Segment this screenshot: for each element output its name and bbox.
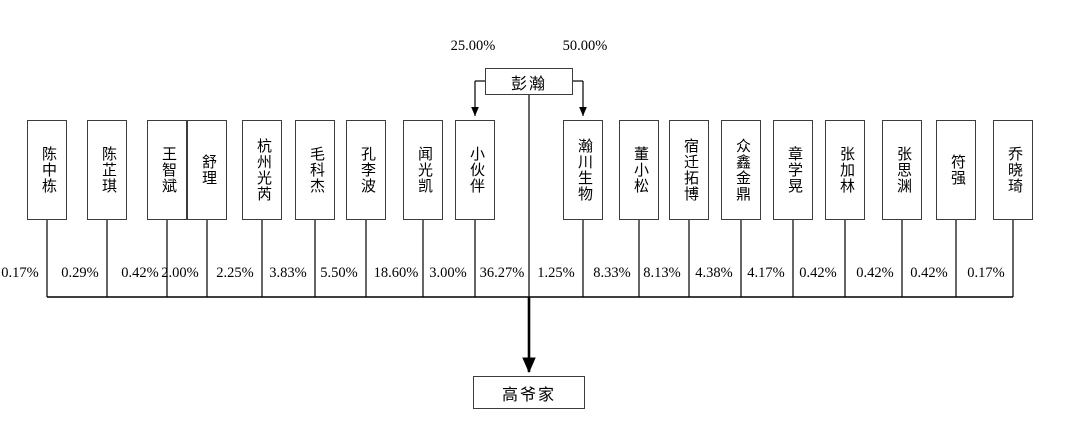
top-edge-percent-right: 50.00% — [562, 38, 608, 54]
shareholder-box-label-4: 杭州光芮 — [254, 138, 271, 202]
shareholder-box-label-12: 宿迁拓博 — [681, 138, 698, 202]
shareholder-percent-10: 1.25% — [537, 265, 575, 281]
node-bottom-gaoyejia[interactable]: 高爷家 — [473, 376, 585, 409]
shareholder-percent-5: 3.83% — [269, 265, 307, 281]
shareholder-box-label-13: 众鑫金鼎 — [733, 138, 750, 202]
shareholder-box-label-14: 章学晃 — [785, 146, 802, 194]
shareholder-box-label-8: 小伙伴 — [467, 146, 484, 194]
shareholder-percent-18: 0.17% — [967, 265, 1005, 281]
shareholder-box-4[interactable]: 杭州光芮 — [242, 120, 282, 220]
shareholder-box-6[interactable]: 孔李波 — [346, 120, 386, 220]
shareholder-box-13[interactable]: 众鑫金鼎 — [721, 120, 761, 220]
shareholder-box-label-15: 张加林 — [837, 146, 854, 194]
shareholder-box-16[interactable]: 张思渊 — [882, 120, 922, 220]
shareholder-box-label-0: 陈中栋 — [39, 146, 56, 194]
shareholder-box-14[interactable]: 章学晃 — [773, 120, 813, 220]
shareholder-percent-6: 5.50% — [320, 265, 358, 281]
shareholder-percent-11: 8.33% — [593, 265, 631, 281]
shareholder-percent-3: 2.00% — [161, 265, 199, 281]
shareholder-percent-12: 8.13% — [643, 265, 681, 281]
shareholder-box-11[interactable]: 董小松 — [619, 120, 659, 220]
shareholder-box-label-10: 瀚川生物 — [575, 138, 592, 202]
shareholder-box-label-7: 闻光凯 — [415, 146, 432, 194]
shareholder-percent-14: 4.17% — [747, 265, 785, 281]
node-top-penghan[interactable]: 彭瀚 — [485, 68, 573, 95]
node-bottom-gaoyejia-label: 高爷家 — [501, 386, 556, 404]
shareholder-percent-0: 0.17% — [1, 265, 39, 281]
top-edge-percent-left: 25.00% — [450, 38, 496, 54]
shareholder-box-10[interactable]: 瀚川生物 — [563, 120, 603, 220]
shareholder-box-label-1: 陈芷琪 — [99, 146, 116, 194]
shareholder-box-label-5: 毛科杰 — [307, 146, 324, 194]
shareholder-box-12[interactable]: 宿迁拓博 — [669, 120, 709, 220]
shareholder-box-8[interactable]: 小伙伴 — [455, 120, 495, 220]
shareholder-percent-16: 0.42% — [856, 265, 894, 281]
node-top-penghan-label: 彭瀚 — [510, 75, 547, 93]
shareholder-percent-4: 2.25% — [216, 265, 254, 281]
shareholder-percent-8: 3.00% — [429, 265, 467, 281]
shareholder-percent-13: 4.38% — [695, 265, 733, 281]
shareholder-percent-15: 0.42% — [799, 265, 837, 281]
shareholder-box-0[interactable]: 陈中栋 — [27, 120, 67, 220]
shareholder-percent-9: 36.27% — [479, 265, 525, 281]
shareholder-box-5[interactable]: 毛科杰 — [295, 120, 335, 220]
shareholder-box-label-16: 张思渊 — [894, 146, 911, 194]
shareholder-box-label-11: 董小松 — [631, 146, 648, 194]
shareholder-box-label-2: 王智斌 — [159, 146, 176, 194]
shareholder-box-label-17: 符强 — [948, 154, 965, 186]
shareholder-box-label-6: 孔李波 — [358, 146, 375, 194]
shareholder-box-18[interactable]: 乔晓琦 — [993, 120, 1033, 220]
shareholder-percent-2: 0.42% — [121, 265, 159, 281]
shareholder-box-label-18: 乔晓琦 — [1005, 146, 1022, 194]
shareholder-box-15[interactable]: 张加林 — [825, 120, 865, 220]
shareholder-box-1[interactable]: 陈芷琪 — [87, 120, 127, 220]
shareholder-percent-17: 0.42% — [910, 265, 948, 281]
shareholder-box-7[interactable]: 闻光凯 — [403, 120, 443, 220]
shareholder-box-3[interactable]: 舒理 — [187, 120, 227, 220]
shareholder-percent-1: 0.29% — [61, 265, 99, 281]
shareholder-box-17[interactable]: 符强 — [936, 120, 976, 220]
shareholder-box-label-3: 舒理 — [199, 154, 216, 186]
shareholder-box-2[interactable]: 王智斌 — [147, 120, 187, 220]
shareholder-percent-7: 18.60% — [373, 265, 419, 281]
